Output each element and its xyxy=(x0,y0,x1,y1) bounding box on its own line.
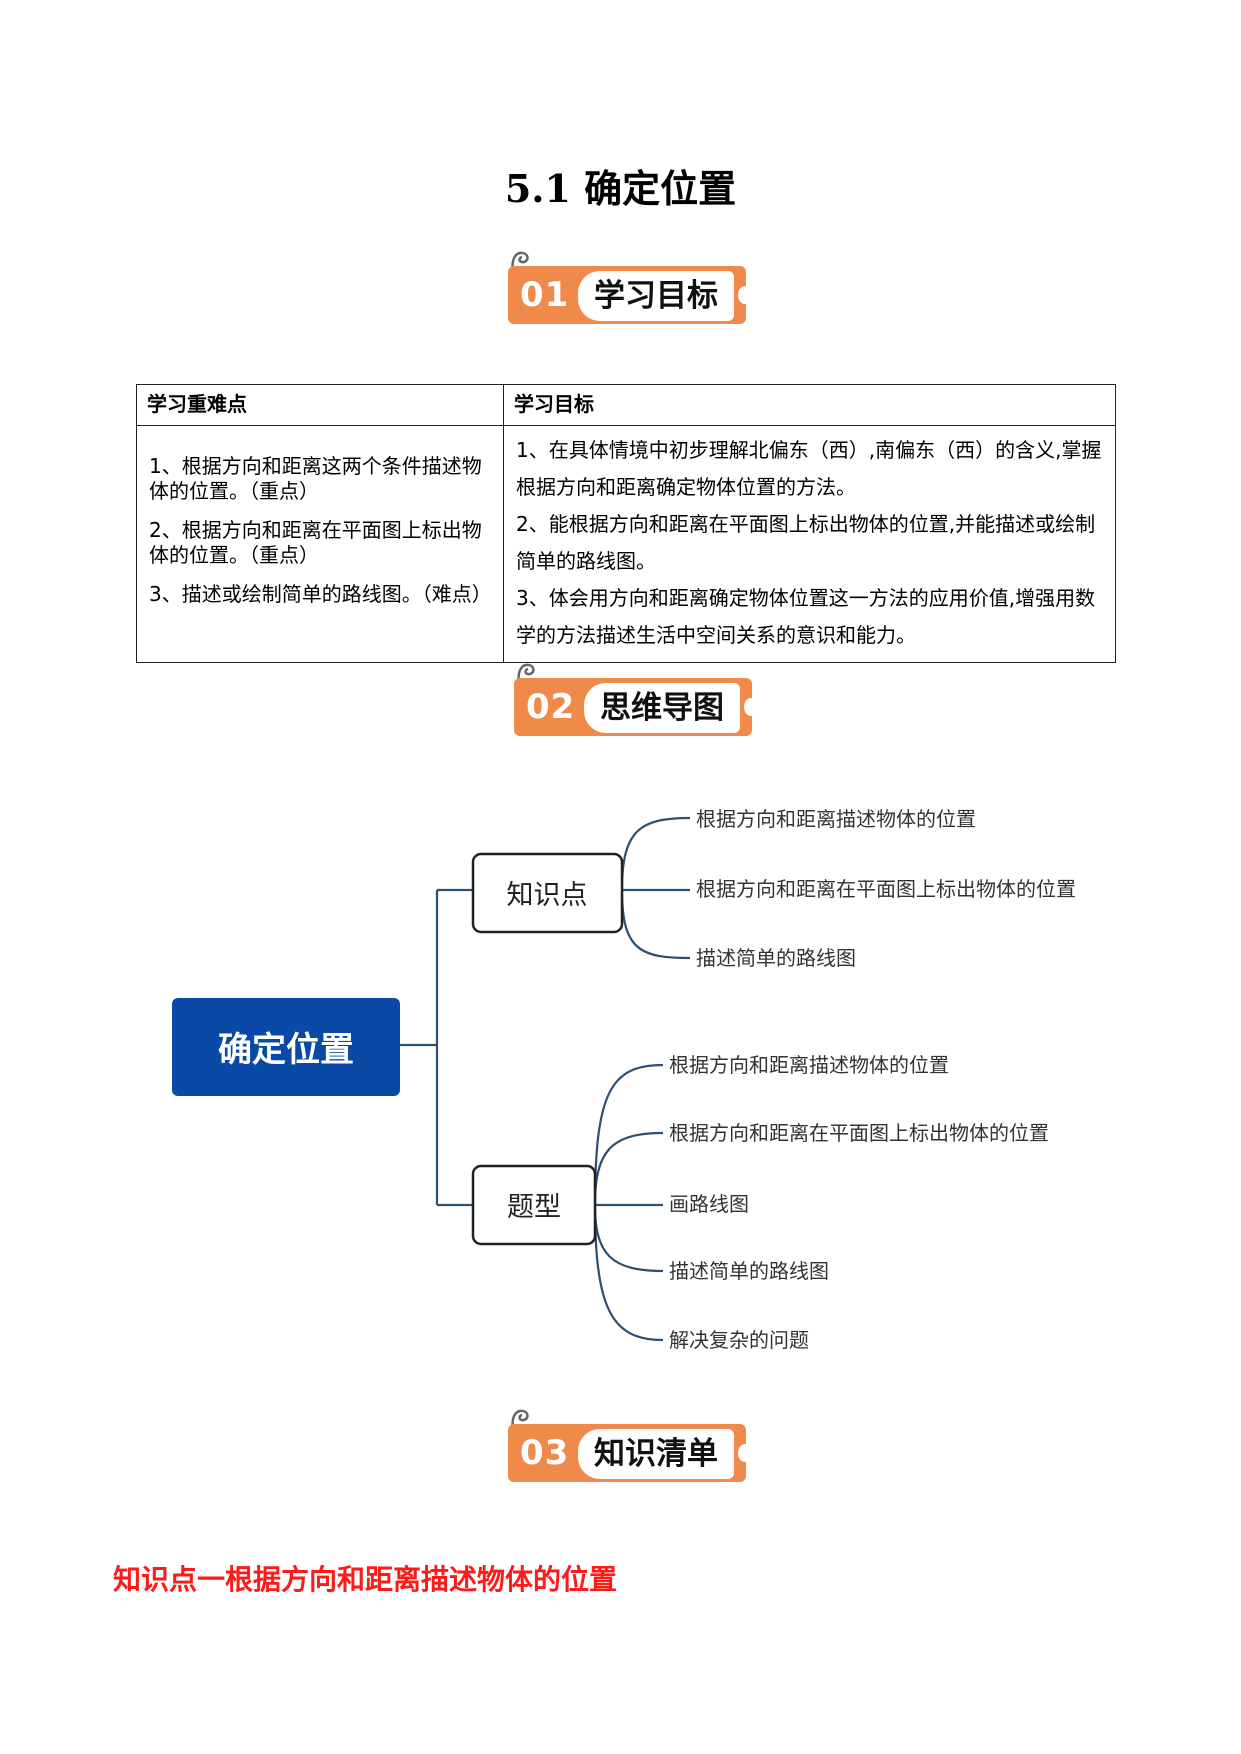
mindmap-leaf: 根据方向和距离描述物体的位置 xyxy=(669,1053,949,1077)
mindmap-root-label: 确定位置 xyxy=(218,1030,354,1070)
mindmap-leaf: 根据方向和距离描述物体的位置 xyxy=(696,807,976,831)
mindmap-leaf: 根据方向和距离在平面图上标出物体的位置 xyxy=(669,1121,1049,1145)
mindmap-leaf: 根据方向和距离在平面图上标出物体的位置 xyxy=(696,877,1076,901)
mindmap-leaf: 描述简单的路线图 xyxy=(669,1259,829,1283)
mindmap-leaf: 解决复杂的问题 xyxy=(669,1328,809,1352)
banner-number: 02 xyxy=(526,687,576,727)
mindmap-leaf: 画路线图 xyxy=(669,1192,749,1216)
banner-label: 知识清单 xyxy=(578,1429,734,1479)
key-point-item: 2、根据方向和距离在平面图上标出物体的位置。（重点） xyxy=(149,518,482,567)
mindmap-root-node xyxy=(172,998,400,1096)
mindmap-branch-node xyxy=(471,852,624,934)
goals-cell: 1、在具体情境中初步理解北偏东（西）,南偏东（西）的含义,掌握根据方向和距离确定… xyxy=(503,425,1116,663)
mindmap-branch-label: 题型 xyxy=(507,1192,561,1223)
banner-label: 思维导图 xyxy=(584,683,740,733)
section-banner-goals: 01 学习目标 xyxy=(508,248,758,324)
banner-number: 03 xyxy=(520,1433,570,1473)
banner-label: 学习目标 xyxy=(578,271,734,321)
paperclip-icon xyxy=(511,1409,529,1437)
goal-item: 3、体会用方向和距离确定物体位置这一方法的应用价值,增强用数学的方法描述生活中空… xyxy=(516,586,1096,647)
banner-number: 01 xyxy=(520,275,570,315)
key-point-item: 3、描述或绘制简单的路线图。（难点） xyxy=(149,582,492,606)
key-point-item: 1、根据方向和距离这两个条件描述物体的位置。（重点） xyxy=(149,454,482,503)
knowledge-point-heading: 知识点一根据方向和距离描述物体的位置 xyxy=(113,1563,618,1596)
mindmap-branch-node xyxy=(471,1164,597,1246)
key-points-cell: 1、根据方向和距离这两个条件描述物体的位置。（重点） 2、根据方向和距离在平面图… xyxy=(136,425,504,663)
mindmap-branch-label: 知识点 xyxy=(507,880,588,911)
table-header-goals: 学习目标 xyxy=(503,384,1116,426)
section-banner-knowledge: 03 知识清单 xyxy=(508,1406,758,1482)
paperclip-icon xyxy=(511,251,529,279)
paperclip-icon xyxy=(517,663,535,691)
page-title: 5.1 确定位置 xyxy=(504,166,737,211)
mindmap-leaf: 描述简单的路线图 xyxy=(696,946,856,970)
goal-item: 2、能根据方向和距离在平面图上标出物体的位置,并能描述或绘制简单的路线图。 xyxy=(516,512,1096,573)
section-banner-mindmap: 02 思维导图 xyxy=(514,660,764,736)
goal-item: 1、在具体情境中初步理解北偏东（西）,南偏东（西）的含义,掌握根据方向和距离确定… xyxy=(516,438,1102,499)
learning-goals-table: 学习重难点 学习目标 1、根据方向和距离这两个条件描述物体的位置。（重点） 2、… xyxy=(136,384,1116,663)
table-header-key-points: 学习重难点 xyxy=(136,384,504,426)
